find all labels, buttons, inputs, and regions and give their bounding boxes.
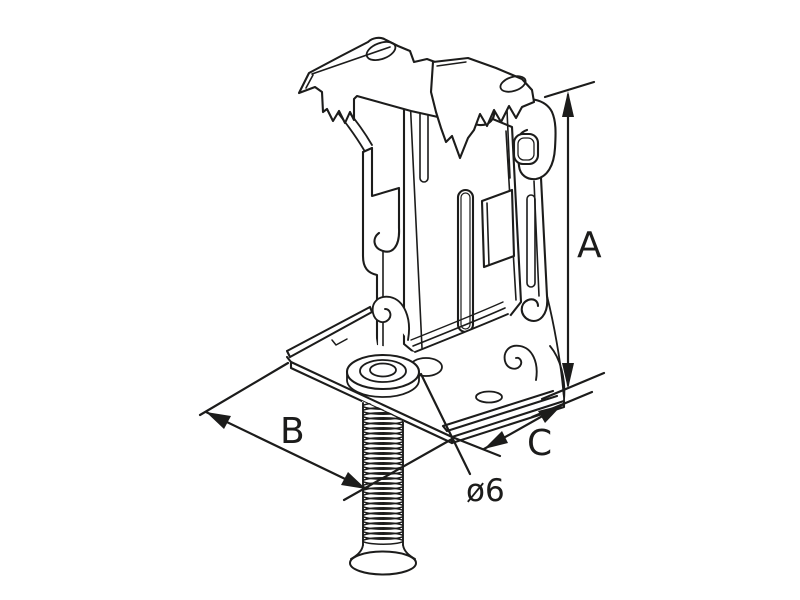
- face-slot-center-inner: [460, 192, 471, 330]
- plate-lip-left: [285, 305, 374, 364]
- dimension-b: [198, 361, 454, 502]
- right-hook-jaw: [503, 97, 557, 181]
- dimension-a-label: A: [577, 225, 602, 266]
- extension-line: [342, 437, 454, 502]
- dimension-c-label: C: [527, 423, 552, 464]
- mounting-screw: [349, 401, 417, 576]
- hook-window: [512, 132, 540, 166]
- bracket-channel-face: [402, 71, 523, 356]
- mounting-boss: [345, 353, 421, 398]
- boss-hole: [369, 362, 397, 378]
- dimension-a: [540, 80, 606, 401]
- dimension-b-label: B: [280, 411, 305, 452]
- arrowhead-down: [562, 363, 574, 389]
- bracket-side-tab: [480, 188, 516, 269]
- serrated-jaw-right: [429, 56, 536, 160]
- plate-hole-right: [475, 390, 503, 404]
- dimension-c: [450, 390, 594, 458]
- screw-threads: [362, 402, 404, 545]
- arrowhead-downright: [341, 472, 366, 489]
- screw-head: [349, 544, 417, 576]
- hole-diameter-label: ø6: [466, 473, 505, 509]
- arrowhead-swest: [484, 431, 508, 449]
- extension-line: [540, 371, 606, 401]
- dimension-line: [204, 410, 368, 491]
- extension-line: [450, 435, 502, 458]
- jaw-emboss-1: [365, 40, 397, 62]
- corner-tab-left: [371, 295, 410, 341]
- arrowhead-up: [562, 91, 574, 117]
- clamp-jaw-middle: [429, 56, 536, 160]
- leader-line: [419, 372, 472, 476]
- extension-line: [198, 361, 290, 417]
- hole-callout: [419, 372, 472, 476]
- extension-line: [543, 80, 596, 99]
- right-flange-slot: [526, 194, 536, 288]
- jaw-emboss-3: [499, 75, 527, 93]
- hook-window-inner: [517, 137, 535, 161]
- plate-lip-right: [441, 389, 559, 433]
- bracket-right-flange: [520, 176, 565, 400]
- arrowhead-upleft: [206, 412, 231, 429]
- corner-tab-right: [503, 344, 538, 381]
- face-slot-center: [456, 188, 475, 334]
- arrowhead-neast: [538, 405, 562, 423]
